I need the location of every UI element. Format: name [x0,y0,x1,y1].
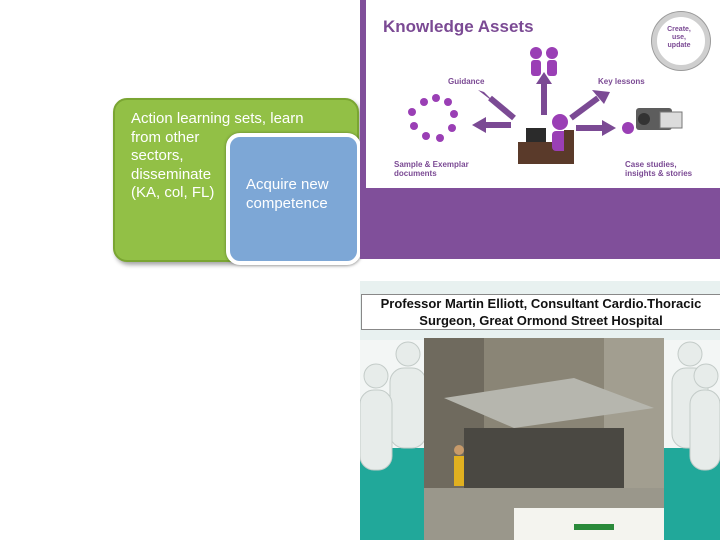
standing-figures-graphic [359,341,720,471]
handshake-icon [530,47,558,76]
label-key-lessons: Key lessons [598,77,645,86]
knowledge-assets-graphic [408,47,683,164]
camera-icon [622,108,683,134]
video-caption: Professor Martin Elliott, Consultant Car… [361,294,720,330]
person-at-desk-icon [518,114,574,164]
green-box-text: Action learning sets, learn from other s… [131,110,304,201]
knowledge-assets-title: Knowledge Assets [383,17,534,36]
badge-text: Create, use, update [667,26,691,49]
label-guidance: Guidance [448,77,485,86]
hospital-video-frame[interactable] [424,338,664,540]
hospital-photo [424,338,664,540]
label-samples: Sample & Exemplar documents [394,160,469,178]
group-circle-icon [408,94,458,142]
blue-box [226,133,361,265]
blue-box-text: Acquire new competence [246,176,329,212]
arrows [472,72,616,136]
create-use-update-badge [652,12,710,70]
label-case-studies: Case studies, insights & stories [625,160,693,178]
